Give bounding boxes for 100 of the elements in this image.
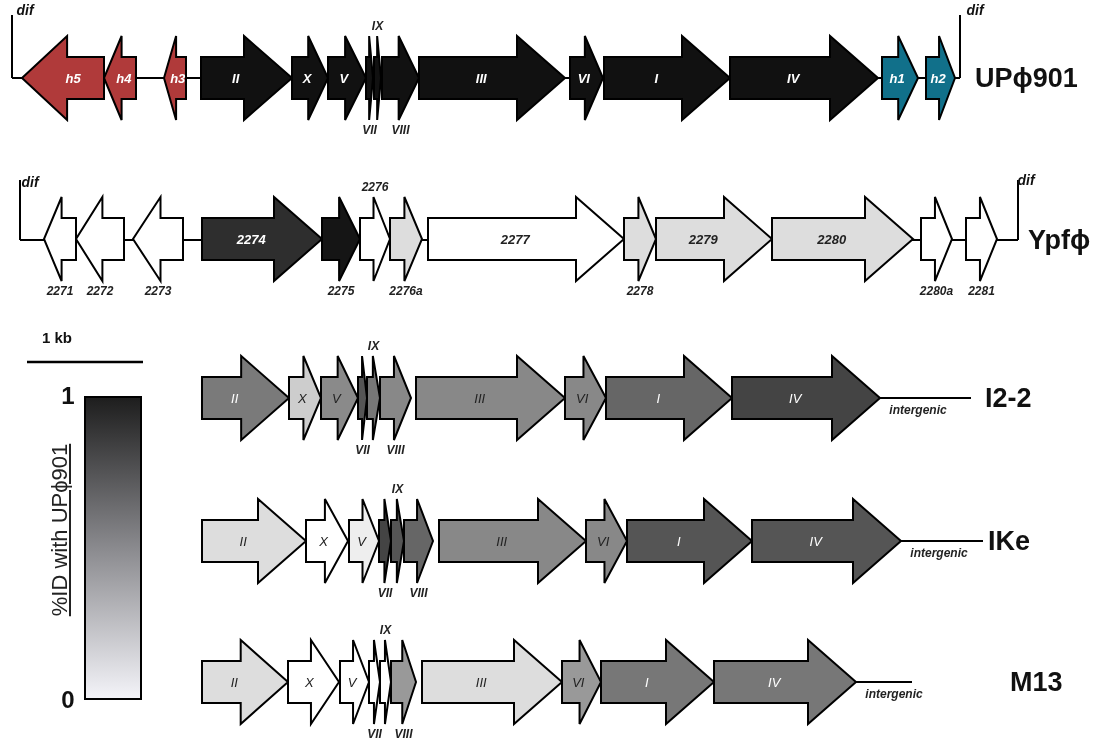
site-label: dif [966,3,984,17]
gene-label: 2273 [144,285,172,297]
gene-label: V [357,534,366,548]
gene-segment [606,356,732,440]
gene-segment [349,499,379,583]
gene-segment [104,36,136,120]
gene-segment [288,640,339,724]
gene-label: h1 [889,71,905,85]
gene-label: VI [572,675,585,689]
gene-label: X [304,675,314,689]
gene-label: VIII [409,587,428,599]
gene-label: VIII [391,124,410,136]
gene-label: 2277 [500,232,530,246]
gene-segment [202,356,289,440]
site-label: dif [21,175,39,189]
gene-label: intergenic [910,547,968,559]
gene-segment [306,499,348,583]
gene-segment [772,197,913,281]
gene-label: IV [789,391,802,405]
scale-bar-label: 1 kb [42,329,72,345]
gene-segment [730,36,878,120]
color-scale-bar [84,396,142,700]
gene-segment [289,356,321,440]
track-name: UPϕ901 [975,64,1078,92]
site-label: dif [1017,173,1035,187]
gene-segment [586,499,627,583]
gene-label: h3 [170,71,186,85]
track-name: M13 [1010,668,1063,696]
gene-label: X [302,71,312,85]
gene-segment [565,356,606,440]
gene-label: h5 [65,71,81,85]
scale-min-label: 0 [61,688,75,712]
gene-segment [202,640,288,724]
gene-segment [164,36,186,120]
gene-label: IV [787,71,800,85]
gene-label: VII [355,444,370,456]
gene-label: IX [391,483,404,495]
gene-segment [656,197,772,281]
gene-label: II [239,534,247,548]
gene-label: intergenic [889,404,947,416]
gene-segment [562,640,601,724]
gene-segment [604,36,730,120]
gene-segment [882,36,918,120]
gene-label: II [230,675,238,689]
gene-segment [292,36,328,120]
gene-label: VI [575,391,589,405]
gene-segment [422,640,562,724]
gene-label: VII [377,587,393,599]
gene-label: 2279 [688,232,718,246]
gene-segment [22,36,104,120]
gene-segment [328,36,366,120]
gene-label: VII [362,124,377,136]
site-label: dif [16,3,34,17]
gene-label: 2272 [86,285,114,297]
gene-segment [570,36,603,120]
gene-label: I [676,534,681,548]
gene-label: VIII [394,728,413,740]
gene-label: h2 [930,71,946,85]
gene-label: III [474,391,486,405]
gene-label: IX [367,340,380,352]
gene-segment [601,640,714,724]
gene-segment [201,36,292,120]
gene-segment [428,197,624,281]
gene-segment [416,356,565,440]
gene-segment [340,640,369,724]
gene-label: 2271 [46,285,74,297]
gene-label: IX [379,624,392,636]
gene-label: 2275 [327,285,355,297]
track-name: Ypfϕ [1028,226,1091,254]
gene-label: 2281 [968,285,995,297]
gene-label: IX [371,20,384,32]
gene-label: IV [768,675,781,689]
gene-segment [439,499,586,583]
gene-label: III [475,675,487,689]
gene-label: h4 [116,71,132,85]
gene-label: I [644,675,649,689]
gene-label: VI [577,71,590,85]
gene-label: IV [809,534,822,548]
gene-segment [627,499,752,583]
gene-segment [321,356,358,440]
track-name: I2-2 [985,384,1032,412]
track-name: IKe [988,527,1031,555]
gene-label: III [496,534,508,548]
gene-label: II [232,71,240,85]
gene-label: VII [367,728,382,740]
gene-label: V [332,391,341,405]
gene-label: X [298,391,307,405]
gene-label: I [654,71,658,85]
gene-label: III [475,71,487,85]
gene-segment [926,36,955,120]
gene-label: V [339,71,349,85]
gene-label: X [319,534,328,548]
gene-label: V [347,675,357,689]
gene-segment [202,197,322,281]
gene-label: VIII [386,444,405,456]
gene-label: 2280a [919,285,954,297]
gene-label: I [656,391,660,405]
gene-label: 2276a [389,285,423,297]
gene-label: 2278 [626,285,654,297]
gene-label: VI [596,534,610,548]
